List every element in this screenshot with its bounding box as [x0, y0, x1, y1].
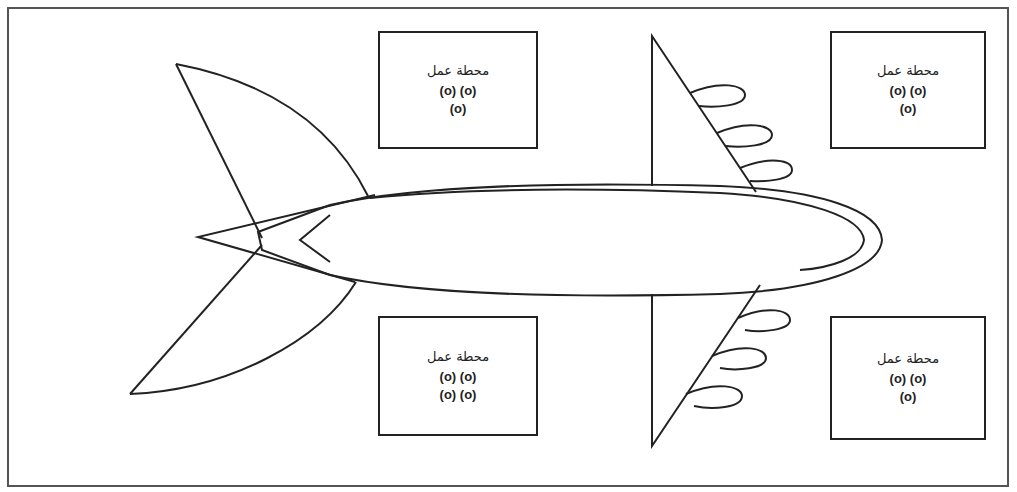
- worker-marks: (o) (o) (o): [885, 82, 931, 117]
- tail-notch: [300, 215, 330, 262]
- station-label: محطة عمل: [877, 351, 939, 366]
- engine: [690, 85, 745, 107]
- tail-fin: [130, 282, 356, 394]
- fuselage: [330, 184, 882, 295]
- tail-fin: [176, 64, 262, 238]
- tail-fin: [130, 245, 262, 394]
- frame: [8, 8, 1008, 486]
- engine: [738, 310, 790, 331]
- engine: [717, 125, 772, 147]
- workstation-box: محطة عمل (o) (o) (o): [830, 31, 986, 149]
- workstation-box: محطة عمل (o) (o) (o): [378, 31, 538, 149]
- worker-marks: (o) (o) (o): [885, 370, 931, 405]
- worker-marks: (o) (o) (o): [435, 82, 481, 117]
- tail: [258, 205, 330, 275]
- station-label: محطة عمل: [427, 63, 489, 78]
- tail-fin: [176, 64, 368, 196]
- wing: [652, 285, 760, 446]
- tail: [198, 195, 375, 282]
- workstation-box: محطة عمل (o) (o) (o): [830, 316, 986, 440]
- engine: [740, 161, 792, 182]
- engine: [712, 348, 766, 369]
- fuselage-inner: [370, 190, 864, 270]
- worker-marks: (o) (o) (o) (o): [435, 368, 481, 403]
- workstation-box: محطة عمل (o) (o) (o) (o): [378, 316, 538, 436]
- engine: [686, 386, 742, 408]
- station-label: محطة عمل: [427, 349, 489, 364]
- station-label: محطة عمل: [877, 63, 939, 78]
